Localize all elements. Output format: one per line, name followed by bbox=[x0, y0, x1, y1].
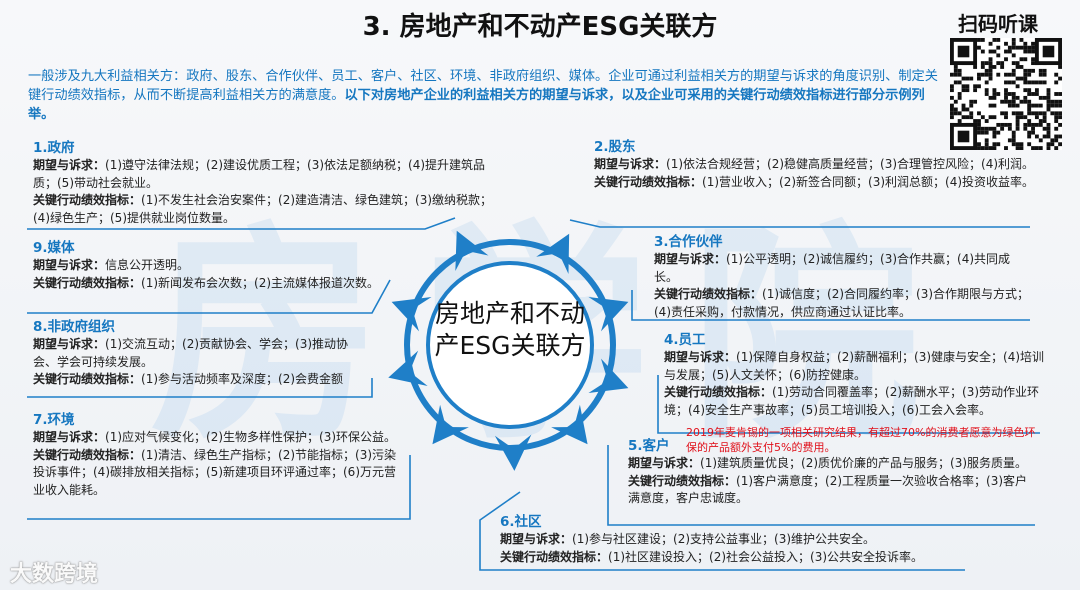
kpi-text: (1)清洁、绿色生产指标；(2)节能指标；(3)污染投诉事件；(4)碳排放相关指… bbox=[33, 447, 397, 497]
section-ngo: 8.非政府组织 期望与诉求：(1)交流互动；(2)贡献协会、学会；(3)推动协会… bbox=[33, 318, 368, 389]
connector-1 bbox=[27, 217, 456, 230]
expect-label: 期望与诉求： bbox=[33, 337, 106, 351]
section-title: 1.政府 bbox=[33, 140, 75, 156]
expect-label: 期望与诉求： bbox=[500, 532, 573, 546]
inner-ring bbox=[426, 261, 594, 429]
expect-text: (1)遵守法律法规；(2)建设优质工程；(3)依法足额纳税；(4)提升建筑品质；… bbox=[33, 158, 486, 190]
kpi-text: (1)劳动合同覆盖率；(2)薪酬水平；(3)劳动作业环境；(4)安全生产事故率；… bbox=[664, 385, 1040, 417]
section-title: 2.股东 bbox=[594, 139, 636, 155]
section-title: 6.社区 bbox=[500, 514, 542, 530]
kpi-label: 关键行动绩效指标： bbox=[500, 549, 609, 564]
arrow-icon bbox=[455, 230, 489, 272]
central-ring bbox=[388, 230, 629, 471]
arrow-icon bbox=[588, 296, 629, 332]
kpi-label: 关键行动绩效指标： bbox=[33, 447, 142, 462]
expect-label: 期望与诉求： bbox=[33, 258, 106, 272]
connector-9 bbox=[27, 279, 391, 314]
connector-7 bbox=[27, 455, 411, 520]
expect-text: (1)交流互动；(2)贡献协会、学会；(3)推动协会、学会可持续发展。 bbox=[33, 337, 349, 369]
section-employees: 4.员工 期望与诉求：(1)保障自身权益；(2)薪酬福利；(3)健康与安全；(4… bbox=[664, 331, 1046, 419]
section-media: 9.媒体 期望与诉求：信息公开透明。 关键行动绩效指标：(1)新闻发布会次数；(… bbox=[33, 239, 388, 292]
arrow-icon bbox=[588, 358, 629, 394]
arrow-icon bbox=[432, 404, 469, 445]
section-government: 1.政府 期望与诉求：(1)遵守法律法规；(2)建设优质工程；(3)依法足额纳税… bbox=[33, 139, 493, 227]
section-environment: 7.环境 期望与诉求：(1)应对气候变化；(2)生物多样性保护；(3)环保公益。… bbox=[33, 411, 405, 499]
section-title: 9.媒体 bbox=[33, 240, 75, 256]
section-customers: 5.客户 期望与诉求：(1)建筑质量优良；(2)质优价廉的产品与服务；(3)服务… bbox=[628, 437, 1033, 508]
logo-text: 大数跨境 bbox=[10, 562, 99, 587]
arrow-icon bbox=[391, 296, 432, 332]
connector-3 bbox=[631, 290, 1030, 321]
expect-text: (1)保障自身权益；(2)薪酬福利；(3)健康与安全；(4)培训与发展；(5)人… bbox=[664, 350, 1045, 382]
section-partners: 3.合作伙伴 期望与诉求：(1)公平透明；(2)诚信履约；(3)合作共赢；(4)… bbox=[654, 233, 1029, 321]
section-title: 5.客户 bbox=[628, 438, 670, 454]
kpi-text: (1)不发生社会治安案件；(2)建造清洁、绿色建筑；(3)缴纳税款；(4)绿色生… bbox=[33, 193, 493, 225]
kpi-label: 关键行动绩效指标： bbox=[654, 287, 763, 301]
kpi-text: (1)客户满意度；(2)工程质量一次验收合格率；(3)客户满意度，客户忠诚度。 bbox=[628, 473, 1028, 506]
expect-text: (1)参与社区建设；(2)支持公益事业；(3)维护公共安全。 bbox=[572, 532, 876, 546]
kpi-label: 关键行动绩效指标： bbox=[628, 473, 737, 488]
intro-bold: 以下对房地产企业的利益相关方的期望与诉求，以及企业可采用的关键行动绩效指标进行部… bbox=[28, 88, 925, 122]
intro-plain: 一般涉及九大利益相关方：政府、股东、合作伙伴、员工、客户、社区、环境、非政府组织… bbox=[28, 69, 938, 103]
expect-text: (1)公平透明；(2)诚信履约；(3)合作共赢；(4)共同成长。 bbox=[654, 252, 1011, 284]
expect-text: (1)应对气候变化；(2)生物多样性保护；(3)环保公益。 bbox=[105, 430, 397, 444]
expect-text: (1)依法合规经营；(2)稳健高质量经营；(3)合理管控风险；(4)利润。 bbox=[666, 157, 1035, 171]
section-shareholders: 2.股东 期望与诉求：(1)依法合规经营；(2)稳健高质量经营；(3)合理管控风… bbox=[594, 138, 1034, 191]
kpi-text: (1)诚信度；(2)合同履约率；(3)合作期限与方式；(4)责任采购，付款情况，… bbox=[654, 287, 1030, 319]
page-title: 3. 房地产和不动产ESG关联方 bbox=[362, 12, 718, 42]
section-title: 4.员工 bbox=[664, 332, 706, 348]
kpi-text: (1)参与活动频率及深度；(2)会费金额 bbox=[141, 372, 344, 386]
arrow-icon bbox=[551, 404, 588, 445]
research-note: 2019年麦肯锡的一项相关研究结果，有超过70%的消费者愿意为绿色环保的产品额外… bbox=[686, 426, 1036, 454]
expect-label: 期望与诉求： bbox=[654, 252, 727, 266]
expect-text: 信息公开透明。 bbox=[105, 258, 190, 272]
expect-label: 期望与诉求： bbox=[33, 158, 106, 172]
section-title: 8.非政府组织 bbox=[33, 319, 116, 335]
connector-4 bbox=[657, 375, 1040, 434]
kpi-text: (1)新闻发布会次数；(2)主流媒体报道次数。 bbox=[141, 275, 380, 290]
section-title: 3.合作伙伴 bbox=[654, 234, 723, 250]
arrow-icon bbox=[536, 233, 570, 274]
kpi-text: (1)营业收入；(2)新签合同额；(3)利润总额；(4)投资收益率。 bbox=[702, 174, 1035, 189]
connector-5 bbox=[607, 445, 1035, 526]
expect-label: 期望与诉求： bbox=[33, 430, 106, 444]
connector-2 bbox=[569, 219, 1030, 228]
kpi-label: 关键行动绩效指标： bbox=[33, 275, 142, 290]
kpi-text: (1)社区建设投入；(2)社会公益投入；(3)公共安全投诉率。 bbox=[608, 549, 924, 564]
kpi-label: 关键行动绩效指标： bbox=[33, 193, 142, 207]
section-community: 6.社区 期望与诉求：(1)参与社区建设；(2)支持公益事业；(3)维护公共安全… bbox=[500, 513, 970, 566]
section-title: 7.环境 bbox=[33, 412, 75, 428]
center-label: 房地产和不动产ESG关联方 bbox=[434, 299, 586, 360]
expect-label: 期望与诉求： bbox=[628, 456, 701, 470]
connector-8 bbox=[27, 378, 373, 398]
qr-code[interactable] bbox=[948, 38, 1064, 150]
kpi-label: 关键行动绩效指标： bbox=[594, 174, 703, 189]
arrow-icon bbox=[494, 434, 532, 471]
scan-label: 扫码听课 bbox=[958, 12, 1038, 36]
kpi-label: 关键行动绩效指标： bbox=[33, 372, 142, 386]
expect-label: 期望与诉求： bbox=[594, 157, 667, 171]
brand-logo: 大数跨境 bbox=[10, 556, 98, 588]
arrow-icon bbox=[388, 350, 428, 386]
connector-6 bbox=[479, 491, 965, 571]
kpi-label: 关键行动绩效指标： bbox=[664, 385, 773, 399]
expect-label: 期望与诉求： bbox=[664, 350, 737, 364]
intro-text: 一般涉及九大利益相关方：政府、股东、合作伙伴、员工、客户、社区、环境、非政府组织… bbox=[28, 67, 948, 124]
expect-text: (1)建筑质量优良；(2)质优价廉的产品与服务；(3)服务质量。 bbox=[700, 456, 1028, 470]
